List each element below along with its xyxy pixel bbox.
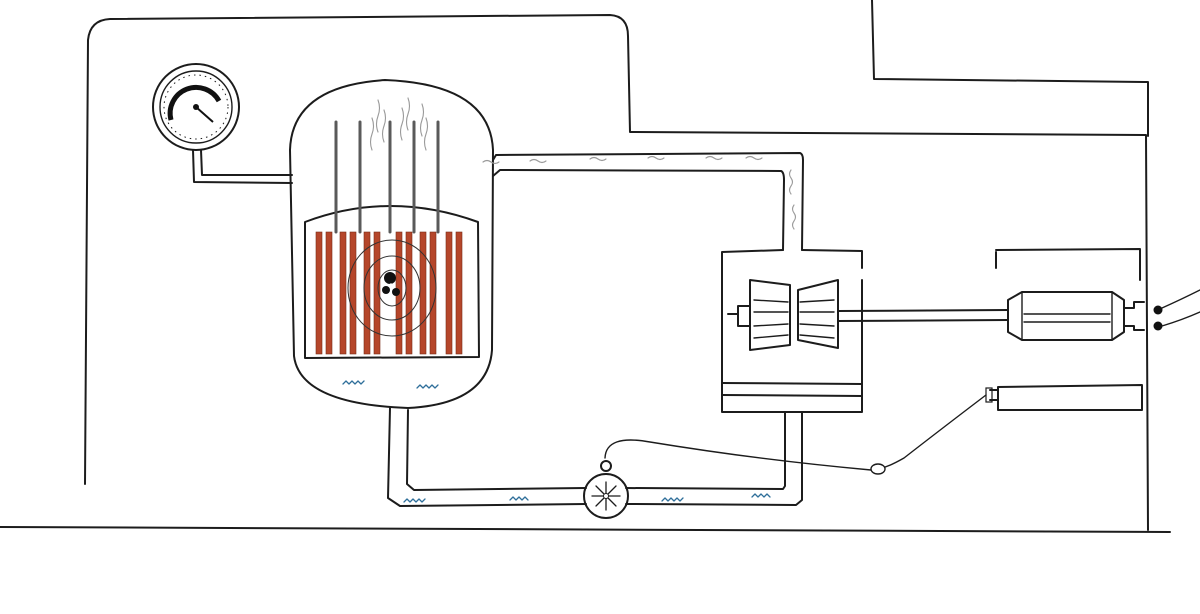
reactor-vessel (289, 79, 494, 409)
steam-turbine (727, 279, 839, 351)
condenser (985, 384, 1143, 411)
turbine-housing (721, 249, 863, 413)
reactor-steam (369, 97, 429, 151)
generator (995, 248, 1200, 341)
control-rods (334, 120, 440, 234)
building-outline (0, 0, 1171, 533)
radiation-icon (382, 272, 400, 296)
turbine-shaft (837, 309, 1009, 322)
control-cable (604, 394, 987, 475)
pressure-gauge (152, 63, 293, 184)
return-pipe (387, 407, 803, 507)
steam-pipe (482, 152, 804, 251)
pump-icon (583, 460, 629, 519)
reaction-swirl (347, 239, 437, 337)
